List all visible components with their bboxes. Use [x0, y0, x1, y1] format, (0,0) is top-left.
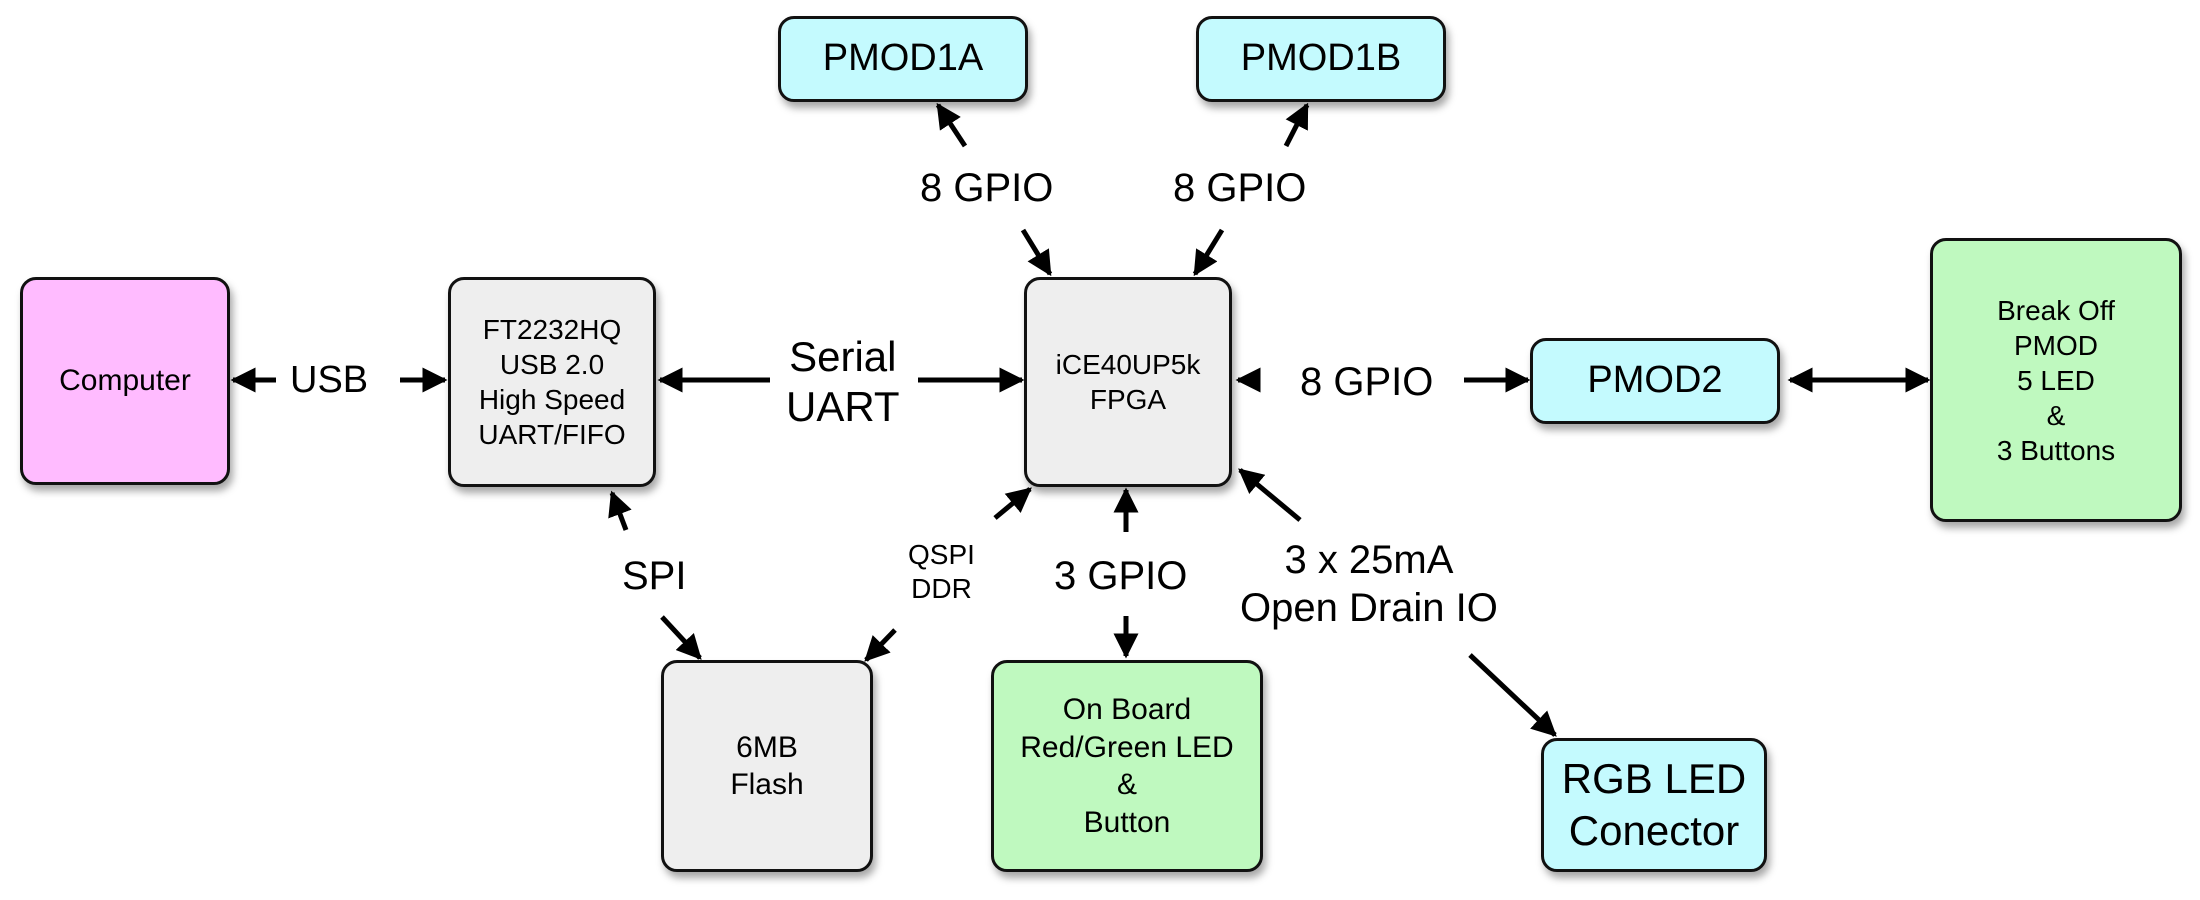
- ftdi-label-4: UART/FIFO: [478, 419, 626, 450]
- breakoff-label-3: 5 LED: [2017, 364, 2095, 396]
- breakoff-block: Break Off PMOD 5 LED & 3 Buttons: [1930, 238, 2182, 522]
- pmod1a-block: PMOD1A: [778, 16, 1028, 102]
- fpga-label-2: FPGA: [1089, 384, 1167, 415]
- pmod1b-gpio-text: 8 GPIO: [1173, 166, 1307, 210]
- onboard-label-3: &: [1116, 768, 1137, 801]
- ftdi-label-1: FT2232HQ: [482, 314, 622, 345]
- qspi-text-1: QSPI: [908, 539, 975, 570]
- spi-text: SPI: [622, 554, 687, 598]
- flash-label-2: Flash: [730, 768, 804, 801]
- pmod1b-link-label: 8 GPIO: [1173, 164, 1306, 212]
- qspi-link-label: QSPI DDR: [908, 538, 975, 605]
- pmod1a-gpio-text: 8 GPIO: [920, 166, 1054, 210]
- breakoff-label-4: &: [2046, 399, 2066, 431]
- arrow-spi-down: [660, 615, 702, 660]
- pmod1b-block: PMOD1B: [1196, 16, 1446, 102]
- usb-text: USB: [290, 359, 369, 401]
- breakoff-label-1: Break Off: [1997, 294, 2115, 326]
- pmod1a-link-label: 8 GPIO: [920, 164, 1053, 212]
- ftdi-block: FT2232HQ USB 2.0 High Speed UART/FIFO: [448, 277, 656, 487]
- arrow-qspi-up: [993, 487, 1032, 520]
- computer-label: Computer: [59, 364, 191, 398]
- qspi-text-2: DDR: [911, 572, 972, 604]
- pmod2-block: PMOD2: [1530, 338, 1780, 424]
- pmod2-label: PMOD2: [1587, 359, 1723, 402]
- pmod1a-label: PMOD1A: [822, 37, 984, 80]
- breakoff-label-2: PMOD: [2014, 329, 2098, 361]
- rgb-label-2: Conector: [1568, 807, 1740, 854]
- arrow-opendrain-down: [1468, 653, 1557, 737]
- uart-text-1: Serial: [789, 333, 897, 380]
- uart-text-2: UART: [786, 383, 900, 431]
- onboard-label-2: Red/Green LED: [1020, 730, 1234, 764]
- gpio-onboard-text: 3 GPIO: [1054, 554, 1188, 598]
- arrow-pmod1a-down: [1020, 228, 1053, 277]
- gpio-onboard-link-label: 3 GPIO: [1054, 552, 1187, 600]
- fpga-block: iCE40UP5k FPGA: [1024, 277, 1232, 487]
- ftdi-label-2: USB 2.0: [499, 349, 605, 380]
- onboard-label-1: On Board: [1062, 693, 1192, 726]
- pmod2-gpio-text: 8 GPIO: [1300, 360, 1434, 404]
- arrow-opendrain-up: [1238, 468, 1302, 522]
- open-drain-link-label: 3 x 25mA Open Drain IO: [1240, 536, 1498, 632]
- onboard-label-4: Button: [1083, 805, 1171, 839]
- ftdi-label-3: High Speed: [478, 384, 626, 415]
- uart-link-label: Serial UART: [786, 332, 900, 433]
- breakoff-label-5: 3 Buttons: [1996, 434, 2116, 466]
- flash-block: 6MB Flash: [661, 660, 873, 872]
- flash-label-1: 6MB: [736, 730, 798, 764]
- rgb-label-1: RGB LED: [1561, 754, 1747, 802]
- open-drain-text-2: Open Drain IO: [1240, 586, 1498, 630]
- arrow-pmod1a-up: [935, 102, 968, 148]
- spi-link-label: SPI: [622, 552, 686, 600]
- arrow-qspi-down: [864, 628, 897, 662]
- onboard-block: On Board Red/Green LED & Button: [991, 660, 1263, 872]
- arrow-pmod1b-up: [1283, 102, 1310, 148]
- open-drain-text-1: 3 x 25mA: [1284, 538, 1454, 582]
- fpga-label-1: iCE40UP5k: [1055, 349, 1201, 380]
- rgb-led-block: RGB LED Conector: [1541, 738, 1767, 872]
- pmod1b-label: PMOD1B: [1240, 37, 1402, 80]
- arrow-spi-up: [608, 490, 632, 531]
- computer-block: Computer: [20, 277, 230, 485]
- usb-link-label: USB: [290, 358, 368, 404]
- arrow-pmod1b-down: [1192, 228, 1225, 277]
- pmod2-link-label: 8 GPIO: [1300, 358, 1433, 406]
